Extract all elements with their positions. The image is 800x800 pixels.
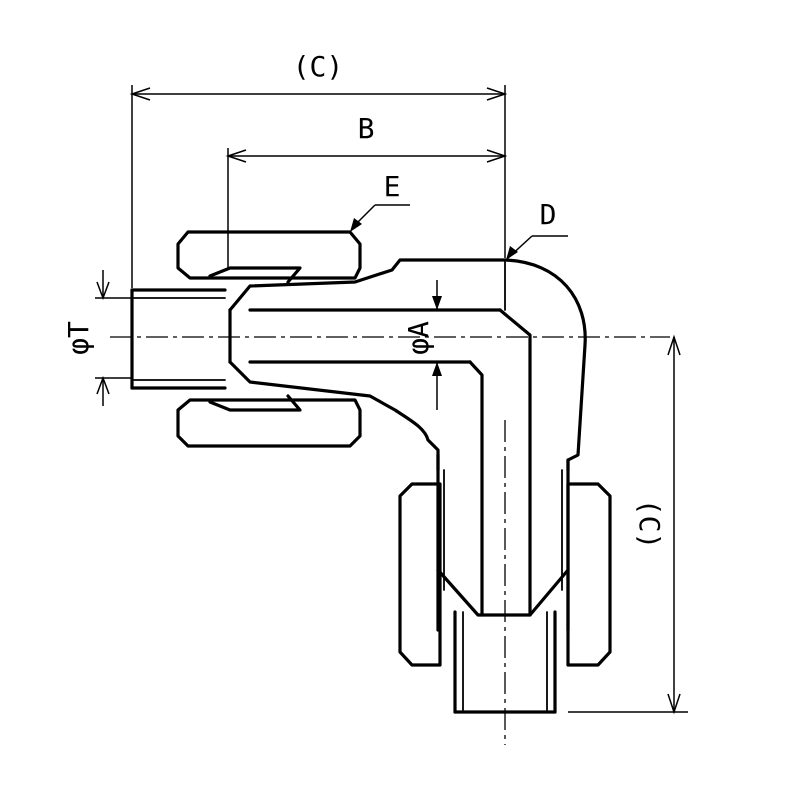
elbow-body <box>228 258 587 617</box>
label-e: E <box>384 170 401 203</box>
dimension-phi-a <box>432 280 442 410</box>
dimension-c-top <box>129 85 508 288</box>
label-c-side: (C) <box>633 499 666 550</box>
left-tube <box>130 288 227 390</box>
bottom-nut <box>398 482 612 667</box>
dimension-phi-t <box>95 270 132 406</box>
dimension-b <box>225 148 508 268</box>
left-ferrule <box>208 266 302 412</box>
label-b: B <box>358 112 375 145</box>
label-phi-a: φA <box>402 321 435 355</box>
dimension-c-side <box>568 334 688 715</box>
left-nut <box>176 230 362 448</box>
bottom-body-threads <box>436 453 570 632</box>
label-phi-t: φT <box>62 321 95 355</box>
label-c-top: (C) <box>293 50 344 83</box>
leader-e <box>350 204 410 232</box>
label-d: D <box>540 198 557 231</box>
leader-d <box>506 235 568 260</box>
